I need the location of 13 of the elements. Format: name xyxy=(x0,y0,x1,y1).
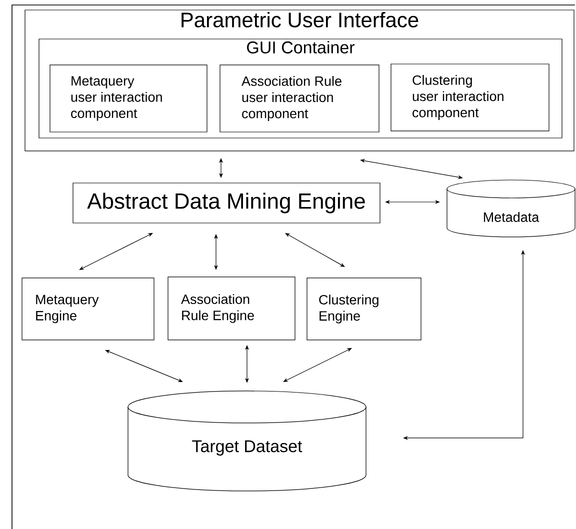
component-box: Association Rule user interaction component xyxy=(220,64,380,132)
engine-box: Clustering Engine xyxy=(306,278,422,340)
database-cylinder: Metadata xyxy=(446,180,576,238)
component-box: Metaquery user interaction component xyxy=(50,64,208,132)
double-arrow xyxy=(283,348,352,382)
node-label: Metadata xyxy=(484,212,540,222)
component-box: Clustering user interaction component xyxy=(390,64,550,132)
double-arrow xyxy=(105,350,183,382)
engine-box: Association Rule Engine xyxy=(168,276,296,340)
node-label: Target Dataset xyxy=(192,440,302,456)
engine-box: Abstract Data Mining Engine xyxy=(72,182,380,224)
engine-box: Metaquery Engine xyxy=(22,278,154,340)
database-cylinder: Target Dataset xyxy=(128,390,366,492)
